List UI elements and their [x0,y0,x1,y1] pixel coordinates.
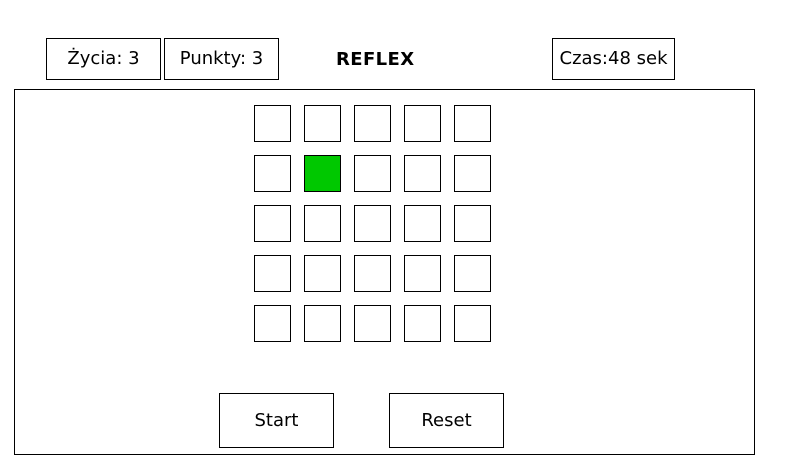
grid-cell[interactable] [404,105,441,142]
status-bar: Życia: 3 Punkty: 3 REFLEX Czas:48 sek [0,0,797,88]
grid-cell[interactable] [304,305,341,342]
grid-cell[interactable] [404,205,441,242]
page-title: REFLEX [336,38,486,80]
lives-display: Życia: 3 [46,38,161,80]
grid-cell[interactable] [254,105,291,142]
reset-button[interactable]: Reset [389,393,504,448]
grid-cell-active[interactable] [304,155,341,192]
grid-cell[interactable] [454,205,491,242]
grid-cell[interactable] [304,105,341,142]
grid-cell[interactable] [454,155,491,192]
start-button-label: Start [254,410,299,431]
grid-cell[interactable] [354,105,391,142]
game-board-panel: Start Reset [14,89,755,455]
start-button[interactable]: Start [219,393,334,448]
grid-cell[interactable] [454,305,491,342]
points-label: Punkty: 3 [179,48,264,69]
points-display: Punkty: 3 [164,38,279,80]
grid-cell[interactable] [254,305,291,342]
game-title-text: REFLEX [336,48,415,70]
reflex-grid [254,105,491,342]
grid-cell[interactable] [404,255,441,292]
grid-cell[interactable] [354,205,391,242]
grid-cell[interactable] [254,205,291,242]
grid-cell[interactable] [354,255,391,292]
lives-label: Życia: 3 [67,48,140,69]
timer-label: Czas:48 sek [559,48,668,69]
grid-cell[interactable] [454,105,491,142]
grid-cell[interactable] [354,155,391,192]
grid-cell[interactable] [404,305,441,342]
reset-button-label: Reset [421,410,472,431]
grid-cell[interactable] [304,255,341,292]
grid-cell[interactable] [254,255,291,292]
grid-cell[interactable] [354,305,391,342]
grid-cell[interactable] [454,255,491,292]
timer-display: Czas:48 sek [552,38,675,80]
grid-cell[interactable] [254,155,291,192]
grid-cell[interactable] [304,205,341,242]
grid-cell[interactable] [404,155,441,192]
